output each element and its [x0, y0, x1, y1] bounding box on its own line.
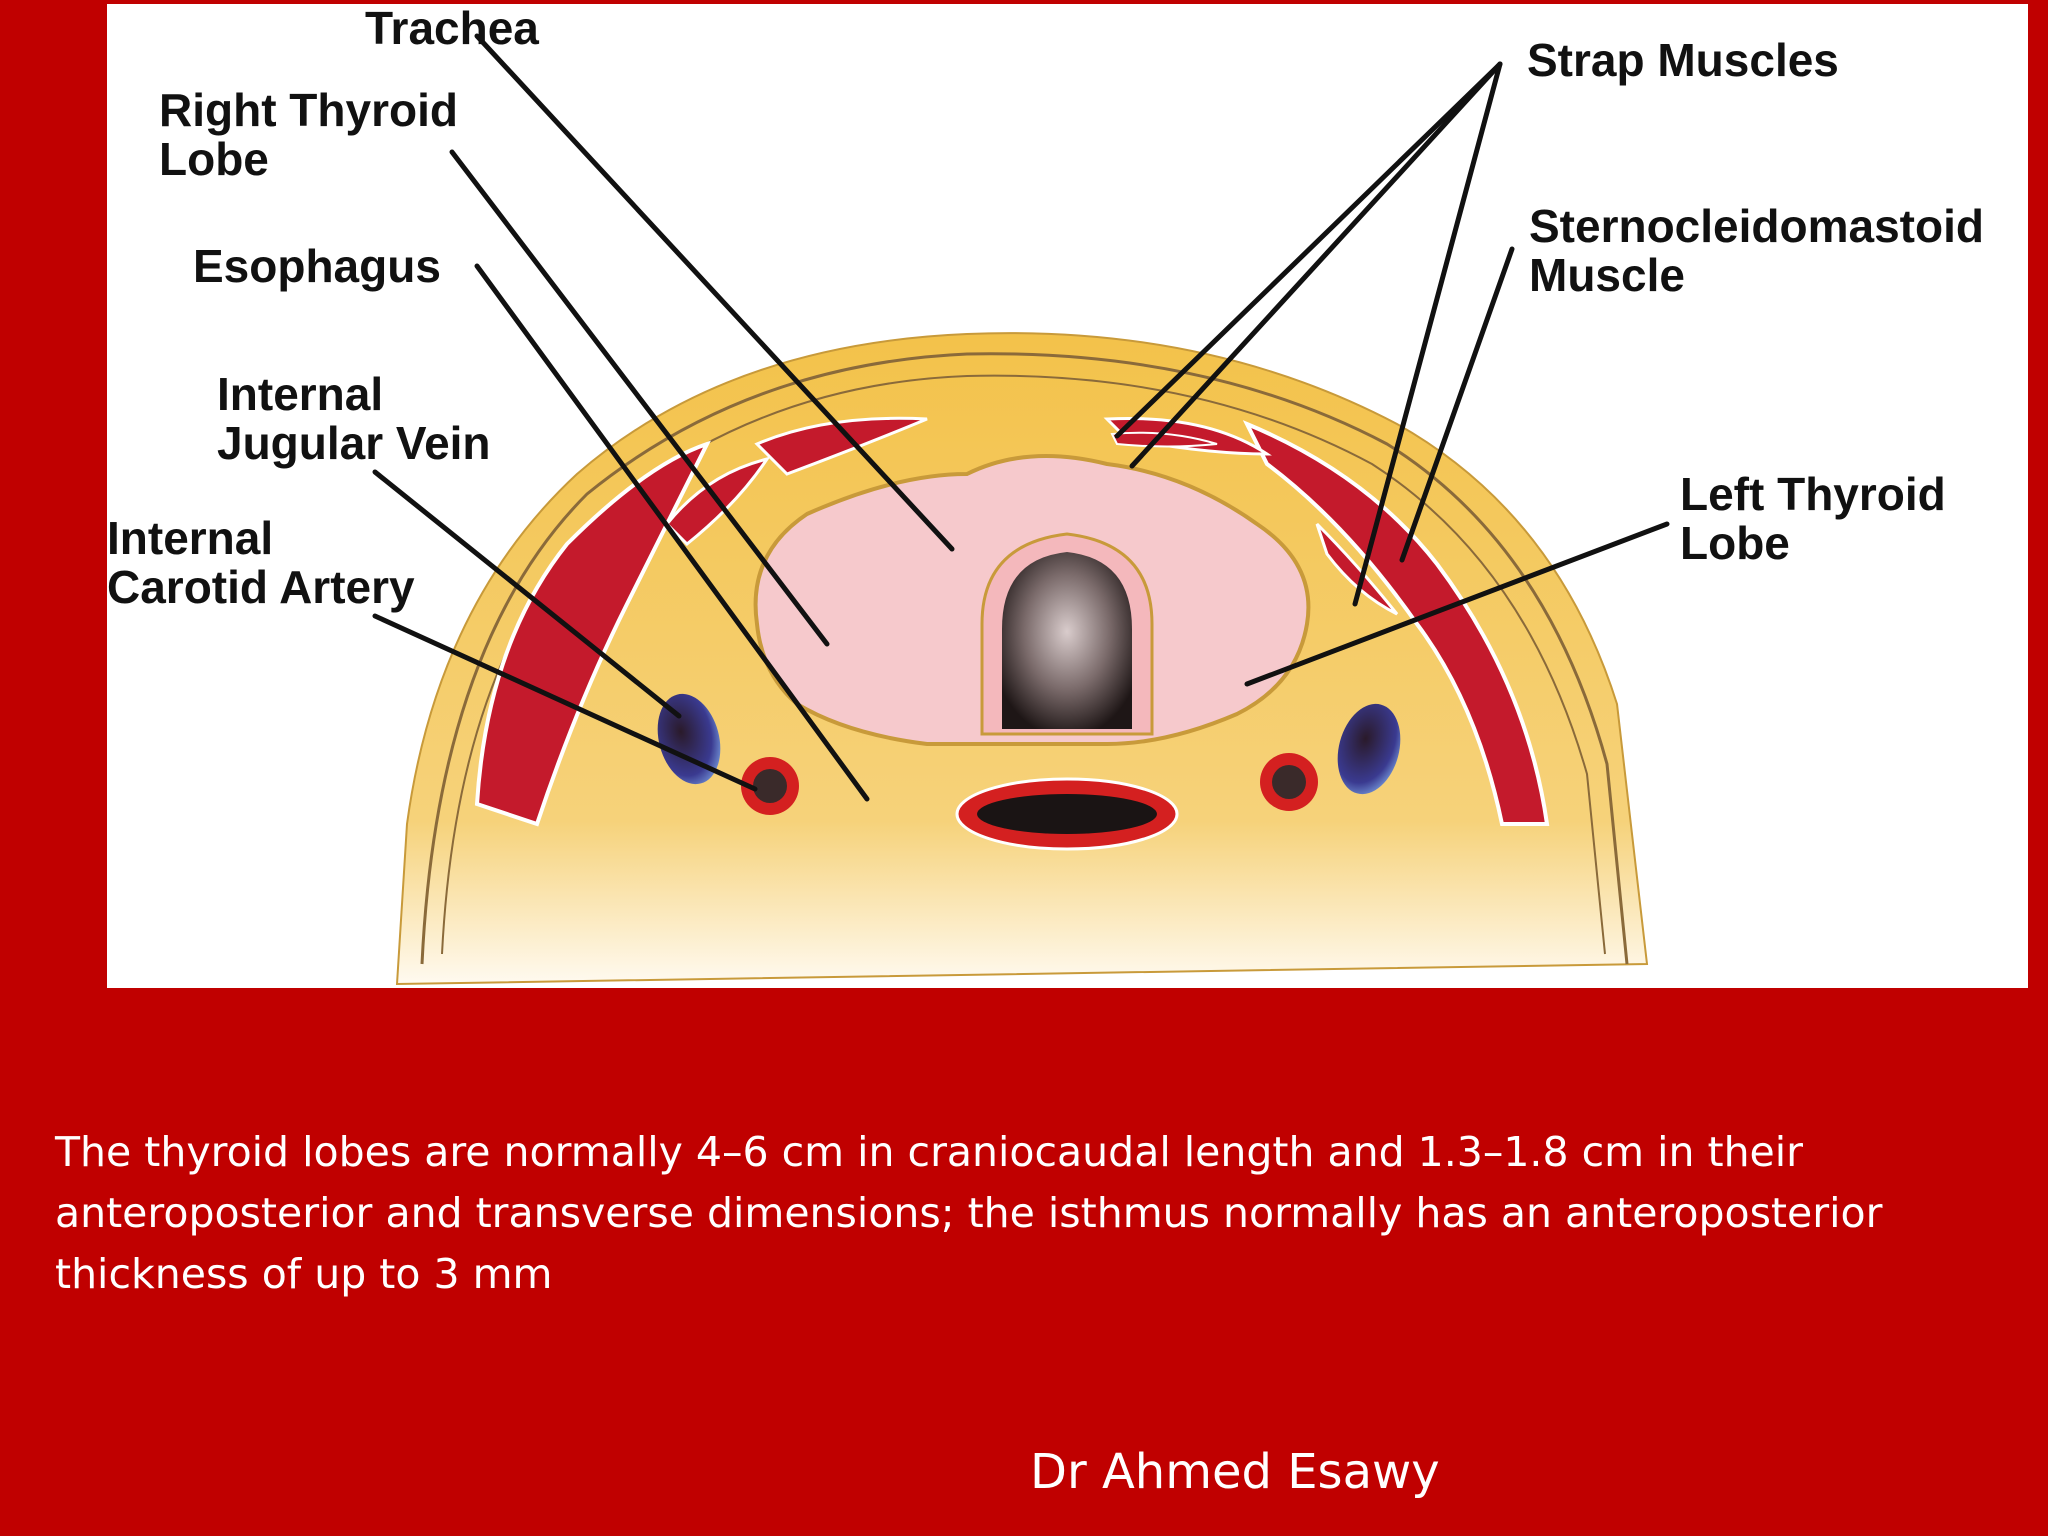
sternocleidomastoid-leader	[1399, 246, 1515, 563]
label-left-thyroid-lobe-line2: Lobe	[1680, 517, 1790, 569]
trachea-lumen	[1002, 552, 1132, 729]
carotid-artery-leader	[372, 613, 758, 792]
label-right-thyroid-lobe-line1: Right Thyroid	[159, 84, 458, 136]
strap-muscle-left-2	[1315, 522, 1399, 616]
diagram-panel: Trachea Right Thyroid Lobe Esophagus Int…	[107, 4, 2028, 988]
slide-caption: The thyroid lobes are normally 4–6 cm in…	[55, 1128, 1883, 1298]
label-internal-jugular-vein-line1: Internal	[217, 368, 384, 420]
label-internal-jugular-vein: Internal Jugular Vein	[217, 370, 491, 468]
strap-muscle-center	[1110, 431, 1218, 448]
left-thyroid-leader	[1244, 521, 1670, 687]
label-sternocleidomastoid-line1: Sternocleidomastoid	[1529, 200, 1984, 252]
skin-line	[420, 352, 1629, 965]
strap-muscle-leader-2	[1129, 61, 1503, 469]
label-right-thyroid-lobe-line2: Lobe	[159, 133, 269, 185]
label-sternocleidomastoid-line2: Muscle	[1529, 249, 1685, 301]
slide-author: Dr Ahmed Esawy	[1030, 1444, 1440, 1500]
jugular-vein-leader	[372, 469, 682, 719]
left-jugular-vein-shape	[1337, 703, 1401, 795]
label-left-thyroid-lobe-line1: Left Thyroid	[1680, 468, 1946, 520]
label-sternocleidomastoid-muscle: Sternocleidomastoid Muscle	[1529, 202, 1984, 300]
strap-muscle-right-1	[754, 416, 928, 476]
trachea-leader	[474, 33, 955, 552]
label-esophagus: Esophagus	[193, 240, 441, 292]
esophagus-leader	[474, 263, 870, 802]
label-internal-carotid-artery-line2: Carotid Artery	[107, 561, 415, 613]
label-internal-carotid-artery-line1: Internal	[107, 512, 274, 564]
label-strap-muscles: Strap Muscles	[1527, 34, 1839, 86]
strap-muscle-leader-3	[1352, 61, 1503, 607]
strap-muscle-leader-1	[1114, 61, 1503, 439]
neck-cross-section-diagram	[372, 33, 1670, 986]
label-internal-jugular-vein-line2: Jugular Vein	[217, 417, 491, 469]
label-left-thyroid-lobe: Left Thyroid Lobe	[1680, 470, 1946, 568]
right-sternocleidomastoid-shape	[474, 440, 711, 827]
right-jugular-vein-shape	[657, 693, 721, 785]
label-trachea: Trachea	[365, 4, 539, 54]
label-right-thyroid-lobe: Right Thyroid Lobe	[159, 86, 458, 184]
right-thyroid-leader	[449, 149, 830, 647]
left-sternocleidomastoid-shape	[1242, 420, 1550, 826]
label-internal-carotid-artery: Internal Carotid Artery	[107, 514, 415, 612]
